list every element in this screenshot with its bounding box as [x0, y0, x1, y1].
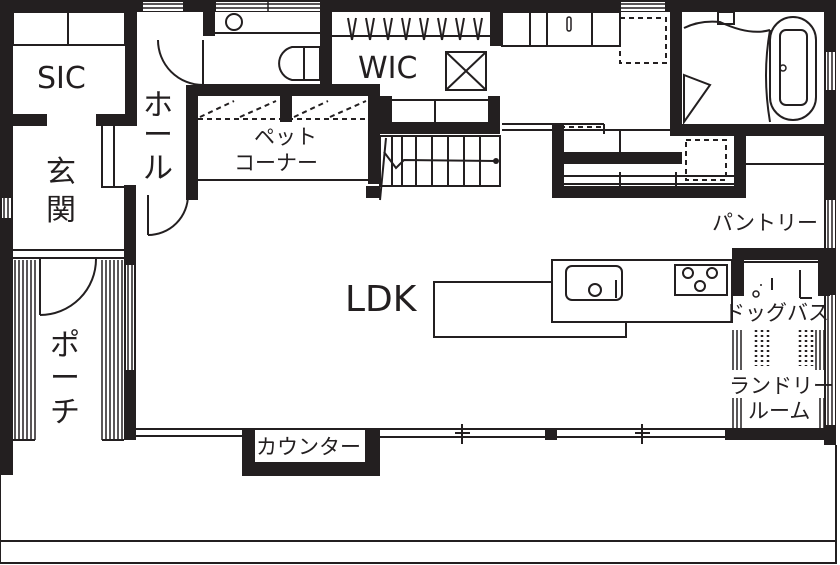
- toilet-icon: [278, 46, 321, 81]
- room-toilet: [198, 12, 380, 96]
- room-label-pet-1: ペット: [254, 125, 317, 149]
- room-label-genkan-1: 玄: [46, 155, 76, 190]
- room-label-pet-2: コーナー: [234, 151, 318, 175]
- room-label-porch-1: ポ: [50, 328, 80, 363]
- room-label-sic: SIC: [37, 61, 86, 96]
- attic-hatch-icon: [445, 51, 487, 91]
- windows-top: [143, 2, 665, 11]
- staircase: [366, 135, 501, 201]
- wash-basin-icon: [225, 13, 243, 31]
- room-label-porch-3: チ: [50, 395, 80, 430]
- kitchen-island: [433, 259, 733, 338]
- room-label-genkan-2: 関: [46, 193, 76, 228]
- room-label-pantry: パントリー: [712, 211, 818, 235]
- windows-south: [136, 424, 725, 444]
- site-outline: [0, 445, 837, 564]
- room-label-ldk: LDK: [345, 279, 418, 320]
- room-pet-corner: ペット コーナー: [198, 84, 380, 184]
- room-genkan: 玄 関: [46, 126, 136, 245]
- room-label-hall-1: ホ: [143, 88, 173, 123]
- room-label-porch-2: ー: [50, 361, 80, 396]
- room-dog-bath: ドッグバス: [724, 270, 829, 325]
- room-label-laundry-1: ランドリー: [729, 374, 834, 398]
- room-ldk: LDK: [124, 245, 418, 440]
- kitchen-sink-icon: [565, 265, 623, 301]
- windows-side: [2, 52, 835, 425]
- room-laundry: ランドリー ルーム: [729, 330, 834, 428]
- counter: カウンター: [242, 428, 380, 476]
- room-label-wic: WIC: [358, 51, 417, 86]
- room-washroom: [501, 11, 836, 198]
- washer-space-icon: [619, 17, 667, 64]
- room-bathroom: [683, 11, 817, 126]
- room-sic: SIC: [12, 11, 137, 126]
- hanger-rail-icon: [347, 17, 483, 41]
- room-hall: ホ ー ル: [143, 39, 204, 236]
- room-label-dog-bath: ドッグバス: [724, 301, 829, 325]
- room-label-laundry-2: ルーム: [748, 399, 810, 423]
- room-pantry: パントリー: [712, 211, 836, 296]
- room-label-hall-2: ー: [143, 118, 173, 153]
- stair-direction-icon: [493, 158, 499, 164]
- stove-icon: [674, 264, 728, 296]
- room-wic: WIC: [332, 12, 502, 134]
- room-label-counter: カウンター: [256, 435, 361, 459]
- bathtub-icon: [769, 16, 817, 121]
- room-label-hall-3: ル: [143, 151, 173, 186]
- room-porch: ポ ー チ: [13, 249, 124, 441]
- fridge-space-icon: [685, 139, 727, 181]
